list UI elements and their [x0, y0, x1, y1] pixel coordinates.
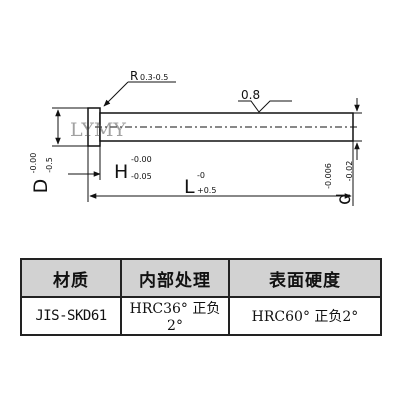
- table-header-row: 材质 内部处理 表面硬度: [20, 258, 382, 298]
- cell-internal-treatment: HRC36° 正负2°: [120, 296, 230, 336]
- dim-d-shank-symbol: d: [333, 193, 355, 205]
- dim-d-head-upper: -0.00: [29, 153, 38, 174]
- radius-leader: [103, 81, 129, 107]
- roughness-symbol: [238, 100, 292, 113]
- radius-value: 0.3-0.5: [140, 73, 168, 82]
- technical-drawing: D -0.00 -0.5 R 0.3-0.5 0.8 LYMY H -0.00 …: [29, 69, 362, 206]
- dim-d-head-lower: -0.5: [45, 157, 54, 173]
- dim-d-shank-lower: -0.02: [345, 161, 354, 182]
- dim-h-upper: -0.00: [131, 155, 152, 164]
- dim-l-upper: -0: [197, 171, 205, 180]
- roughness-value: 0.8: [241, 88, 260, 102]
- radius-label: R: [130, 69, 138, 83]
- cell-material: JIS-SKD61: [20, 296, 122, 336]
- table-row: JIS-SKD61 HRC36° 正负2° HRC60° 正负2°: [20, 296, 382, 336]
- spec-table: 材质 内部处理 表面硬度 JIS-SKD61 HRC36° 正负2° HRC60…: [20, 258, 382, 336]
- cell-surface-hardness: HRC60° 正负2°: [228, 296, 382, 336]
- header-internal-treatment: 内部处理: [120, 258, 230, 298]
- dim-d-shank-upper: -0.006: [324, 163, 333, 189]
- dim-l-symbol: L: [184, 176, 195, 198]
- dim-h-lower: -0.05: [131, 172, 152, 181]
- dim-l-lower: +0.5: [197, 186, 216, 195]
- header-surface-hardness: 表面硬度: [228, 258, 382, 298]
- dim-h-symbol: H: [114, 161, 128, 183]
- watermark: LYMY: [70, 119, 126, 141]
- header-material: 材质: [20, 258, 122, 298]
- dim-d-head-symbol: D: [30, 179, 52, 194]
